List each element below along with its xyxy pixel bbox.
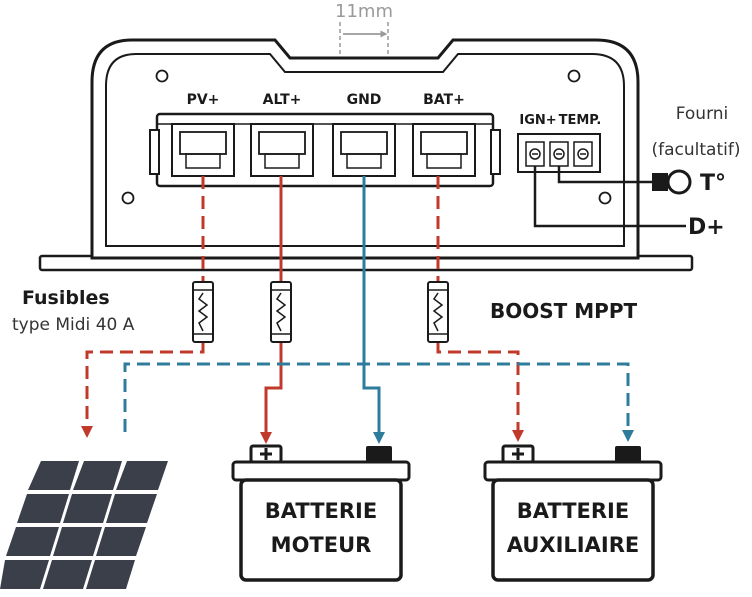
- wire-gnd: [362, 176, 385, 444]
- battery-aux-label-1: BATTERIE: [517, 499, 629, 523]
- terminal-label-ign: IGN+: [519, 113, 556, 128]
- note-line-2: (facultatif): [652, 140, 741, 160]
- terminal-screw-icon: [529, 148, 589, 160]
- port-label-bat: BAT+: [423, 92, 465, 108]
- dimension-label: 11mm: [335, 1, 393, 22]
- fuse-bat-icon: [427, 281, 449, 343]
- fuses-type-label: type Midi 40 A: [12, 315, 135, 335]
- note-line-1: Fourni: [676, 104, 729, 124]
- solar-panel-icon: [0, 458, 172, 590]
- battery-aux-icon: [483, 444, 663, 582]
- port-label-alt: ALT+: [263, 92, 302, 108]
- battery-motor-icon: [231, 444, 411, 582]
- battery-motor-label-2: MOTEUR: [271, 533, 372, 557]
- dimension-marker: 11mm: [335, 1, 393, 60]
- fuse-alt-icon: [270, 281, 292, 343]
- battery-motor-label-1: BATTERIE: [265, 499, 377, 523]
- fuses-label: Fusibles: [22, 287, 110, 309]
- terminal-label-temp: TEMP.: [559, 113, 602, 128]
- fuse-pv-icon: [192, 281, 214, 343]
- temp-sensor-wire: [557, 166, 692, 195]
- port-gnd-socket: [332, 123, 396, 177]
- port-label-pv: PV+: [187, 92, 220, 108]
- wire-pv: [81, 176, 205, 438]
- port-label-gnd: GND: [347, 92, 382, 108]
- wire-ground-bus: [123, 362, 634, 442]
- temp-sensor-label: T°: [700, 171, 726, 196]
- port-bat-socket: [412, 123, 476, 177]
- wire-bat: [436, 176, 524, 442]
- d-plus-label: D+: [688, 215, 725, 240]
- battery-aux-label-2: AUXILIAIRE: [507, 533, 639, 557]
- port-pv-socket: [171, 123, 235, 177]
- small-terminal-block: [517, 133, 601, 173]
- d-plus-wire: [533, 166, 686, 228]
- device-label: BOOST MPPT: [490, 299, 637, 323]
- screw-icon: [121, 69, 612, 205]
- port-alt-socket: [250, 123, 314, 177]
